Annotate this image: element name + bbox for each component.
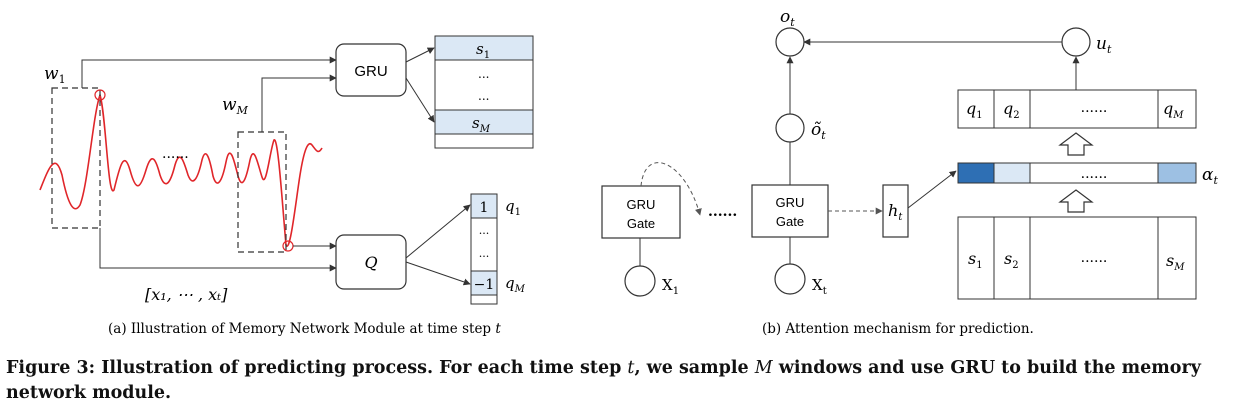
alpha-label: αt xyxy=(1202,165,1218,187)
time-series-signal xyxy=(39,92,323,247)
panel-a: w1 wM ...... GRU s1 ... ... sM Q xyxy=(39,35,534,337)
memory-cell-s1 xyxy=(434,35,534,61)
s-row-s1: s1 xyxy=(968,249,983,271)
otilde-node xyxy=(775,113,805,143)
window-w1 xyxy=(51,87,101,229)
gru-gate-1 xyxy=(601,185,681,239)
q-cell-first xyxy=(470,193,498,219)
q-row-qM: qM xyxy=(1163,99,1184,121)
w1-label: w1 xyxy=(44,64,66,86)
up-arrow-to-q-row xyxy=(1058,132,1094,156)
x1-node xyxy=(624,265,656,297)
q-column: 1 ... ... −1 q1 qM xyxy=(470,193,526,305)
range-to-q-line xyxy=(99,228,337,272)
gru-gate-2 xyxy=(751,184,829,238)
u-node xyxy=(1061,27,1091,57)
alpha-row-ellipsis: ...... xyxy=(1081,166,1108,182)
w1-to-gru-line xyxy=(81,56,337,88)
gru-to-s1-arrow xyxy=(405,47,435,63)
q-value-last: −1 xyxy=(474,277,495,293)
memory-ellipsis-1: ... xyxy=(478,67,489,81)
xt-node xyxy=(774,263,806,295)
gru-gate-1-line1: GRU xyxy=(627,197,656,212)
memory-ellipsis-2: ... xyxy=(478,89,489,103)
memory-column: s1 ... ... sM xyxy=(434,35,534,149)
q-ellipsis-1: ... xyxy=(479,224,490,237)
subcaption-a: (a) Illustration of Memory Network Modul… xyxy=(108,321,501,337)
qM-label: qM xyxy=(505,274,526,295)
s-row-ellipsis: ...... xyxy=(1081,250,1108,266)
o-node xyxy=(775,27,805,57)
alpha-cell-2 xyxy=(993,162,1031,184)
q-to-qM-arrow xyxy=(405,261,471,286)
alpha-cell-last xyxy=(1157,162,1197,184)
q1-label: q1 xyxy=(505,197,521,218)
gru-box xyxy=(335,43,407,97)
q-row: q1 q2 ...... qM xyxy=(957,89,1197,129)
s-row: s1 s2 ...... sM xyxy=(957,216,1197,300)
gru-gate-2-line2: Gate xyxy=(776,214,804,229)
subcaption-b: (b) Attention mechanism for prediction. xyxy=(762,321,1034,337)
alpha-cell-1 xyxy=(957,162,995,184)
memory-cell-sM xyxy=(434,109,534,135)
h-label: ht xyxy=(888,201,903,223)
x1-label: X1 xyxy=(662,276,679,297)
u-label: ut xyxy=(1096,34,1112,56)
o-label: ot xyxy=(780,7,795,29)
otilde-label: õt xyxy=(811,120,826,142)
h-box xyxy=(882,184,909,238)
q-row-q2: q2 xyxy=(1003,99,1020,121)
gru-gate-1-line2: Gate xyxy=(627,216,655,231)
q-row-ellipsis: ...... xyxy=(1081,100,1108,116)
panel-b: ot ut õt q1 q2 ...... qM xyxy=(601,7,1218,337)
wM-label: wM xyxy=(222,95,249,117)
window-end-marker xyxy=(94,89,106,101)
gates-ellipsis: ...... xyxy=(708,204,737,220)
q-to-q1-arrow xyxy=(405,204,471,259)
xt-label: Xt xyxy=(812,276,827,297)
q-ellipsis-2: ... xyxy=(479,247,490,260)
q-cell-last xyxy=(470,270,498,296)
x-range-label: [x₁, ⋯ , xₜ] xyxy=(145,285,228,304)
q-value-first: 1 xyxy=(480,200,489,216)
alpha-row: ...... αt xyxy=(957,162,1218,187)
wM-to-gru-line xyxy=(261,74,337,132)
figure-caption: Figure 3: Illustration of predicting pro… xyxy=(6,358,1201,403)
q-row-q1: q1 xyxy=(966,99,983,121)
q-box-label: Q xyxy=(364,253,377,272)
window-wM xyxy=(237,131,287,253)
memory-s1-label: s1 xyxy=(476,40,490,61)
up-arrow-to-alpha-row xyxy=(1058,189,1094,213)
h-to-alpha-arrow xyxy=(907,170,957,209)
gru-to-sM-arrow xyxy=(405,77,435,123)
recurrent-dashed-arrow xyxy=(640,162,702,216)
gru-gate-2-line1: GRU xyxy=(776,195,805,210)
memory-sM-label: sM xyxy=(472,114,491,135)
s-row-s2: s2 xyxy=(1004,249,1019,271)
window-ellipsis: ...... xyxy=(162,146,189,162)
gru-label: GRU xyxy=(354,63,387,80)
s-row-sM: sM xyxy=(1166,251,1185,273)
